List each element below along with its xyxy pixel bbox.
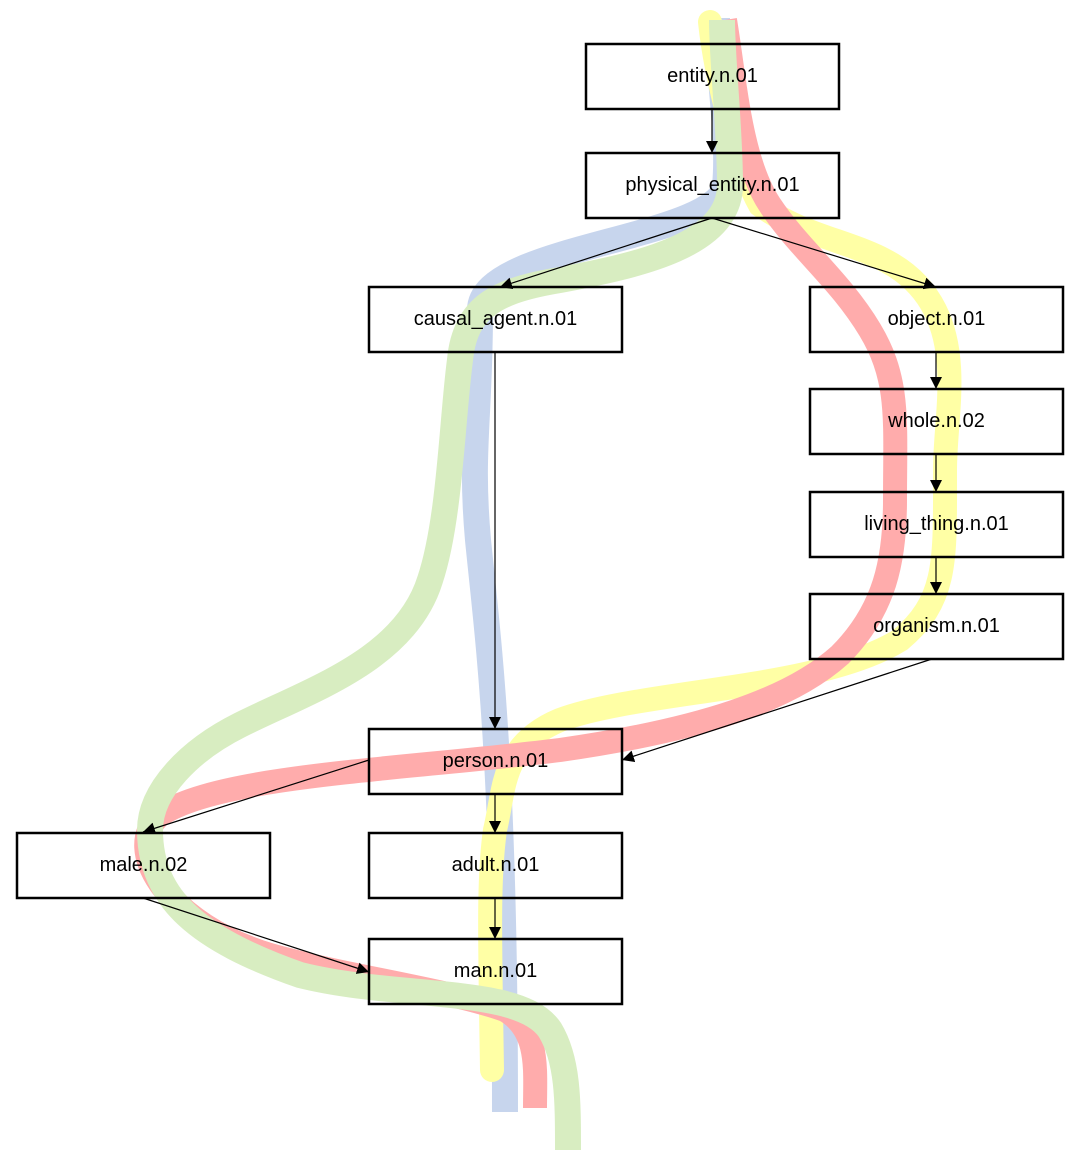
node-label: whole.n.02 <box>887 410 985 432</box>
node-man[interactable]: man.n.01 <box>367 937 624 1006</box>
node-causal-agent[interactable]: causal_agent.n.01 <box>367 285 624 354</box>
node-label: organism.n.01 <box>873 615 1000 637</box>
edge-male-to-man <box>142 897 370 974</box>
node-person[interactable]: person.n.01 <box>367 727 624 796</box>
node-label: object.n.01 <box>888 308 986 330</box>
edges <box>142 109 942 974</box>
node-label: entity.n.01 <box>667 65 758 87</box>
node-label: living_thing.n.01 <box>864 513 1009 535</box>
node-adult[interactable]: adult.n.01 <box>367 831 624 900</box>
node-label: man.n.01 <box>454 960 537 982</box>
node-label: person.n.01 <box>443 750 549 772</box>
path-green <box>136 19 744 1151</box>
node-organism[interactable]: organism.n.01 <box>808 592 1065 661</box>
node-whole[interactable]: whole.n.02 <box>808 387 1065 456</box>
nodes: entity.n.01 physical_entity.n.01 causal_… <box>15 42 1065 1006</box>
highlighted-paths <box>134 10 962 1151</box>
node-entity[interactable]: entity.n.01 <box>584 42 841 111</box>
node-physical-entity[interactable]: physical_entity.n.01 <box>584 151 841 220</box>
edge-organism-to-person <box>621 658 933 762</box>
edge-person-to-male <box>142 759 370 835</box>
node-label: male.n.02 <box>100 854 188 876</box>
node-living-thing[interactable]: living_thing.n.01 <box>808 490 1065 559</box>
node-label: physical_entity.n.01 <box>625 174 799 196</box>
edge-physical_entity-to-causal_agent <box>499 217 713 289</box>
node-male[interactable]: male.n.02 <box>15 831 272 900</box>
node-object[interactable]: object.n.01 <box>808 285 1065 354</box>
edge-physical_entity-to-object <box>711 217 937 290</box>
node-label: causal_agent.n.01 <box>414 308 577 330</box>
node-label: adult.n.01 <box>452 854 540 876</box>
